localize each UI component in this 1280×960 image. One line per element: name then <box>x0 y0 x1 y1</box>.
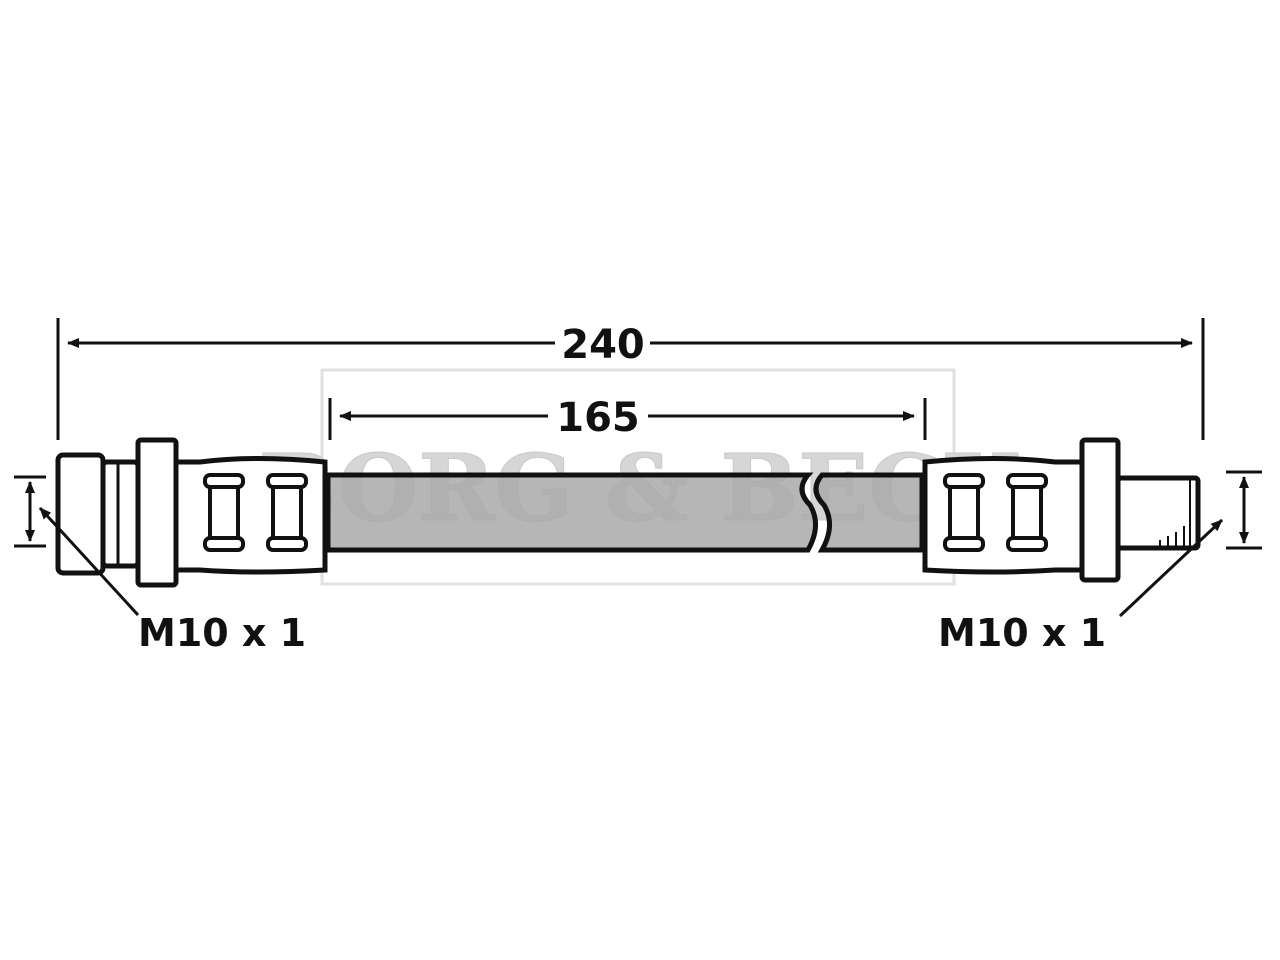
overall-dimension: 240 <box>56 318 1205 440</box>
left-leader-line <box>38 506 140 617</box>
right-threaded-stub <box>1115 475 1201 551</box>
hose-body <box>325 472 925 553</box>
right-thread-callout: M10 x 1 <box>938 470 1262 655</box>
right-fitting <box>922 437 1201 583</box>
hose-length-label: 165 <box>556 395 640 441</box>
left-collar <box>100 459 141 569</box>
left-crimp-bands <box>203 473 308 552</box>
left-fitting <box>55 437 328 588</box>
left-hex-nut <box>135 437 179 588</box>
right-thread-marks <box>1159 480 1191 548</box>
hose-segment-left <box>325 472 818 553</box>
overall-length-label: 240 <box>561 322 645 368</box>
right-thread-label: M10 x 1 <box>938 611 1106 655</box>
right-crimp-bands <box>943 473 1048 552</box>
hose-dimension: 165 <box>328 395 927 441</box>
hose-segment-right <box>813 472 925 553</box>
left-end-cap <box>55 452 106 576</box>
right-hex-nut <box>1079 437 1121 583</box>
left-thread-label: M10 x 1 <box>138 611 306 655</box>
left-thread-callout: M10 x 1 <box>14 475 306 655</box>
right-leader-line <box>1118 518 1224 618</box>
